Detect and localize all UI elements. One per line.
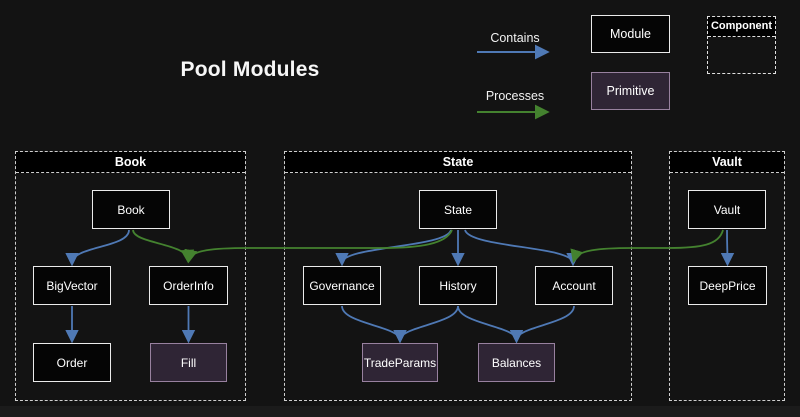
node-orderinfo-label: OrderInfo — [163, 278, 214, 293]
container-state: State — [284, 151, 632, 401]
node-state-node: State — [419, 190, 497, 229]
legend-primitive-label: Primitive — [606, 84, 655, 98]
node-governance: Governance — [303, 266, 381, 305]
node-bigvector-label: BigVector — [46, 278, 98, 293]
node-fill: Fill — [150, 343, 227, 382]
node-orderinfo: OrderInfo — [149, 266, 228, 305]
node-vault-node-label: Vault — [713, 202, 741, 217]
legend-component-box: Component — [707, 16, 776, 74]
legend-processes-label: Processes — [485, 89, 545, 103]
node-fill-label: Fill — [180, 355, 197, 370]
node-tradeparams-label: TradeParams — [363, 355, 437, 370]
node-deepprice: DeepPrice — [688, 266, 767, 305]
node-book-node: Book — [92, 190, 170, 229]
legend-primitive-box: Primitive — [591, 72, 670, 110]
node-history-label: History — [439, 278, 477, 293]
node-balances-label: Balances — [491, 355, 542, 370]
node-vault-node: Vault — [688, 190, 766, 229]
container-state-title: State — [285, 152, 631, 173]
diagram-title: Pool Modules — [180, 58, 320, 81]
node-tradeparams: TradeParams — [362, 343, 438, 382]
node-deepprice-label: DeepPrice — [699, 278, 756, 293]
node-balances: Balances — [478, 343, 555, 382]
node-order: Order — [33, 343, 111, 382]
node-account-label: Account — [552, 278, 596, 293]
node-state-node-label: State — [443, 202, 473, 217]
node-book-node-label: Book — [117, 202, 145, 217]
node-order-label: Order — [56, 355, 88, 370]
container-book-title: Book — [16, 152, 245, 173]
container-book: Book — [15, 151, 246, 401]
node-account: Account — [535, 266, 613, 305]
node-history: History — [419, 266, 497, 305]
legend-module-label: Module — [610, 27, 651, 41]
legend-component-label: Component — [708, 17, 775, 37]
bottom-strip — [0, 406, 800, 417]
container-vault: Vault — [669, 151, 785, 401]
node-governance-label: Governance — [309, 278, 375, 293]
node-bigvector: BigVector — [33, 266, 111, 305]
legend-module-box: Module — [591, 15, 670, 53]
legend-contains-label: Contains — [490, 31, 540, 45]
container-vault-title: Vault — [670, 152, 784, 173]
